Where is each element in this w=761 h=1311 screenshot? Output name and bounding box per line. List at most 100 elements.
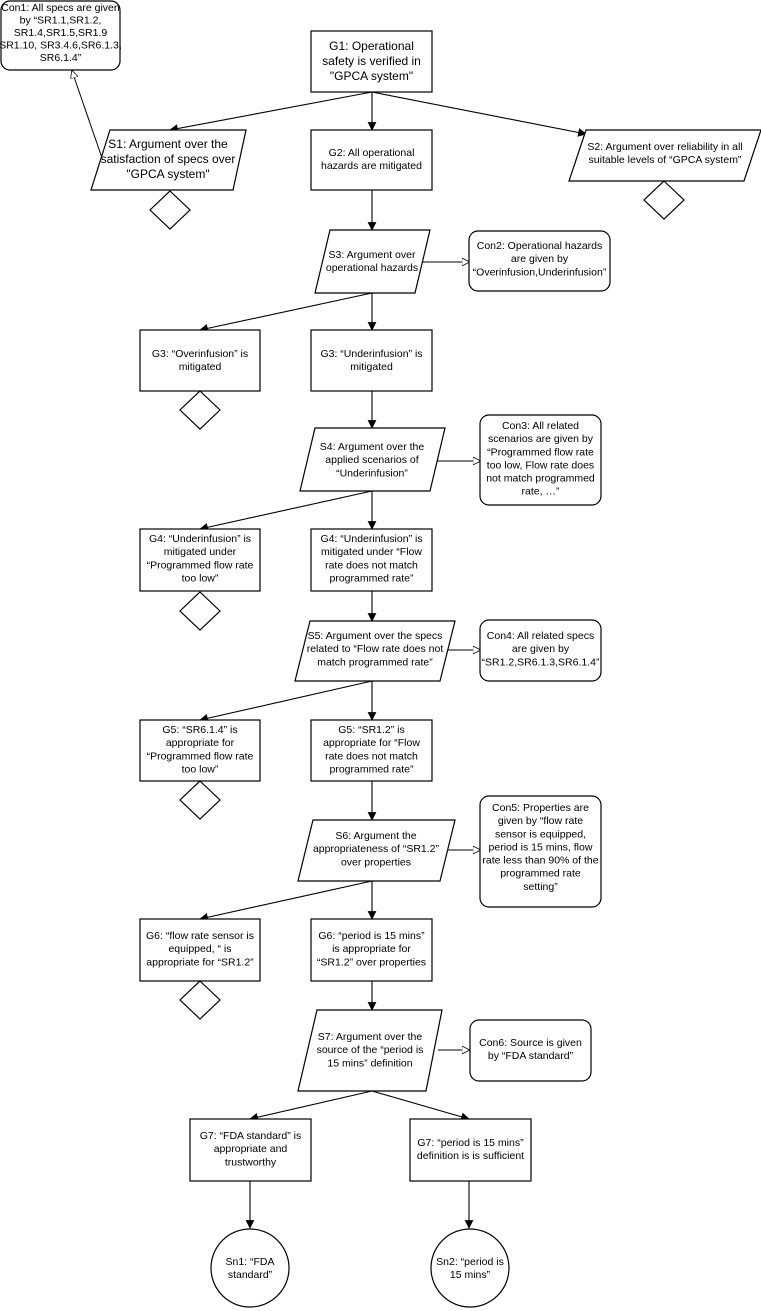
node-label-line: “Underinfusion” <box>336 467 408 479</box>
node-label-line: appropriateness of “SR1.2” <box>313 843 440 855</box>
edge-s7-g7a <box>249 1090 373 1122</box>
node-label-line: appropriate for <box>166 737 235 749</box>
node-label-line: safety is verified in <box>322 54 421 68</box>
node-label-line: operational hazards <box>326 262 418 274</box>
node-label-line: G5: “SR1.2” is <box>338 724 405 736</box>
node-label-line: too low” <box>182 572 219 584</box>
node-label-line: G6: “period is 15 mins” <box>318 930 425 942</box>
node-label-line: given by “flow rate <box>498 815 583 827</box>
node-label-line: definition is is sufficient <box>417 1150 524 1162</box>
edge-g1-s1 <box>169 91 373 133</box>
node-label-line: by “FDA standard” <box>488 1050 574 1062</box>
node-label-line: appropriate and <box>214 1143 288 1155</box>
node-label-line: trustworthy <box>225 1156 277 1168</box>
node-label-line: G7: “FDA standard” is <box>200 1130 302 1142</box>
node-label-line: Con6: Source is given <box>479 1037 582 1049</box>
node-label-line: S1: Argument over the <box>108 137 228 151</box>
node-label-line: sensor is equipped, <box>495 828 586 840</box>
node-label-line: mitigated under “Flow <box>321 546 422 558</box>
node-label-line: programmed rate <box>500 868 581 880</box>
node-label-line: G5: “SR6.1.4” is <box>162 724 237 736</box>
edge-s3-g3a <box>199 292 373 333</box>
node-label-line: S5: Argument over the specs <box>308 630 443 642</box>
node-label-line: SR1.10, SR3.4.6,SR6.1.3, <box>0 40 122 52</box>
node-label-line: “Programmed flow rate <box>147 559 254 571</box>
node-label-line: equipped, “ is <box>168 943 231 955</box>
node-label-line: Con5: Properties are <box>492 802 589 814</box>
node-label-line: mitigated under <box>164 546 237 558</box>
node-label-line: appropriate for “Flow <box>323 737 420 749</box>
node-label-line: hazards are mitigated <box>321 160 422 172</box>
node-label-line: Sn1: “FDA <box>225 1256 274 1268</box>
node-label-line: G2: All operational <box>329 147 415 159</box>
node-label-line: Con3: All related <box>502 420 579 432</box>
goal-node-g7-period: G7: “period is 15 mins”definition is is … <box>409 1118 532 1182</box>
node-label-line: G3: “Overinfusion” is <box>152 348 248 360</box>
node-label-line: G4: “Underinfusion” is <box>320 533 422 545</box>
node-label-line: match programmed rate” <box>317 656 433 668</box>
undeveloped-diamond-g3-overinfusion <box>179 390 221 430</box>
undeveloped-diamond-g6-sensor <box>179 980 221 1020</box>
node-label-line: applied scenarios of <box>325 454 418 466</box>
node-label-line: programmed rate” <box>329 763 414 775</box>
svg-text:G6: “period is 15 mins”is appr: G6: “period is 15 mins”is appropriate fo… <box>317 930 426 968</box>
node-label-line: 15 mins” definition <box>327 1057 412 1069</box>
node-label-line: G7: “period is 15 mins” <box>417 1137 524 1149</box>
node-label-line: rate less than 90% of the <box>482 855 598 867</box>
node-label-line: G1: Operational <box>329 39 414 53</box>
node-label-line: period is 15 mins, flow <box>489 841 593 853</box>
node-label-line: “Overinfusion,Underinfusion” <box>473 266 607 278</box>
svg-text:G7: “period is 15 mins”definit: G7: “period is 15 mins”definition is is … <box>417 1137 524 1162</box>
edge-s1-con1 <box>72 71 103 159</box>
node-label-line: “SR1.2,SR6.1.3,SR6.1.4” <box>482 656 600 668</box>
node-label-line: SR6.1.4” <box>40 52 82 64</box>
node-label-line: suitable levels of “GPCA system” <box>589 154 742 166</box>
node-label-line: S3: Argument over <box>329 249 416 261</box>
node-label-line: G4: “Underinfusion” is <box>149 533 251 545</box>
node-label-line: is appropriate for <box>332 943 411 955</box>
node-label-line: SR1.4,SR1.5,SR1.9 <box>14 27 108 39</box>
node-label-line: Con4: All related specs <box>487 630 594 642</box>
edge-s4-g4a <box>199 490 373 532</box>
undeveloped-diamond-s1 <box>149 190 191 230</box>
node-label-line: “SR1.2” over properties <box>317 956 426 968</box>
edge-s6-g6a <box>199 880 373 922</box>
node-label-line: source of the “period is <box>317 1044 424 1056</box>
node-label-line: S6: Argument the <box>335 830 416 842</box>
